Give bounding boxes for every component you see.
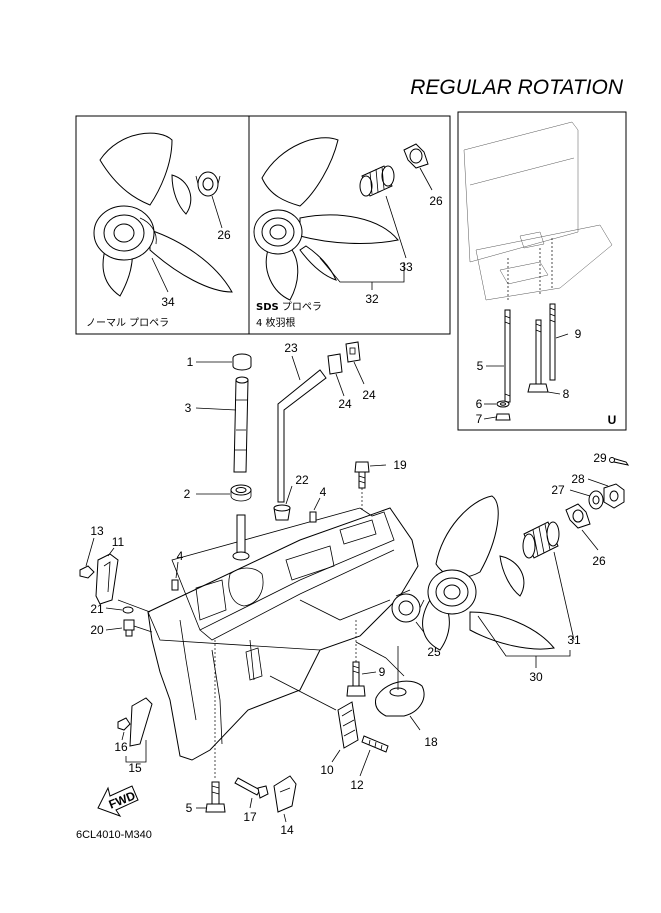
callout-26: 26 — [217, 228, 231, 242]
callout-31: 31 — [567, 633, 581, 647]
dowel-4-a — [309, 511, 317, 523]
normal-propeller-caption: ノーマル プロペラ — [86, 317, 169, 329]
propeller-30 — [422, 495, 555, 651]
gearcase-top-ghost — [463, 121, 613, 301]
washer-6-inset — [496, 400, 510, 408]
callout-7: 7 — [476, 412, 483, 426]
seal-2 — [230, 484, 252, 502]
callout-5: 5 — [186, 801, 193, 815]
callout-24: 24 — [338, 397, 352, 411]
water-tube-3 — [233, 376, 249, 473]
callout-4: 4 — [320, 485, 327, 499]
callout-1: 1 — [187, 355, 194, 369]
nut-7-inset — [495, 413, 511, 421]
callout-21: 21 — [90, 602, 104, 616]
stud-bolt-5-inset — [504, 309, 511, 403]
callout-29: 29 — [593, 451, 607, 465]
callout-30: 30 — [529, 670, 543, 684]
callout-10: 10 — [320, 763, 334, 777]
callout-27: 27 — [551, 483, 565, 497]
callout-9: 9 — [379, 665, 386, 679]
callout-22: 22 — [295, 473, 309, 487]
bracket-11 — [95, 553, 119, 605]
inset-gearcase-box — [457, 111, 627, 431]
grommet-1 — [232, 353, 252, 371]
bolt-19 — [354, 461, 370, 489]
drive-shaft-stub — [232, 514, 250, 561]
callout-16: 16 — [114, 740, 128, 754]
callout-28: 28 — [571, 472, 585, 486]
washer-27 — [588, 490, 604, 510]
washer-26-left — [195, 171, 221, 197]
callout-23: 23 — [284, 341, 298, 355]
nut-16 — [117, 717, 131, 731]
grommet-24-b — [345, 341, 361, 363]
bolt-5 — [205, 781, 226, 813]
callout-14: 14 — [280, 823, 294, 837]
nut-13 — [79, 565, 95, 579]
trim-tab-14 — [273, 775, 297, 813]
bolt-12 — [361, 735, 389, 753]
cotter-pin-29 — [609, 457, 630, 466]
callout-5: 5 — [477, 359, 484, 373]
grommet-24-a — [327, 353, 343, 375]
callout-3: 3 — [185, 401, 192, 415]
spline-hub-31 — [522, 521, 560, 559]
inset-propeller-box — [75, 115, 451, 335]
callout-11: 11 — [112, 535, 125, 549]
bolt-9 — [346, 661, 366, 697]
fitting-20 — [123, 619, 135, 637]
anode-18 — [375, 680, 425, 717]
callout-6: 6 — [476, 397, 483, 411]
bolt-8-inset — [527, 319, 549, 393]
callout-15: 15 — [128, 761, 142, 775]
callout-32: 32 — [365, 292, 379, 306]
dowel-4-b — [171, 579, 179, 591]
fwd-arrow-icon: FWD — [97, 785, 139, 817]
callout-26: 26 — [429, 194, 443, 208]
normal-propeller-drawing — [93, 132, 233, 297]
callout-4: 4 — [177, 549, 184, 563]
callout-34: 34 — [161, 295, 175, 309]
bushing-22 — [273, 504, 291, 521]
plate-10 — [337, 701, 359, 749]
bolt-17 — [234, 777, 269, 799]
diagram-title: REGULAR ROTATION — [410, 76, 624, 99]
sds-propeller-caption-line1: SDS プロペラ — [256, 301, 322, 313]
spacer-26 — [565, 503, 591, 529]
callout-24: 24 — [362, 388, 376, 402]
nut-28 — [603, 483, 625, 509]
sds-propeller-caption-line2: 4 枚羽根 — [256, 316, 296, 329]
fwd-label: FWD — [107, 788, 138, 811]
callout-13: 13 — [90, 524, 104, 538]
spline-bushing-33 — [359, 165, 395, 197]
o-ring-21 — [122, 606, 134, 614]
spacer-26-mid — [403, 143, 429, 169]
callout-18: 18 — [424, 735, 438, 749]
callout-17: 17 — [243, 810, 257, 824]
lower-casing — [147, 507, 419, 761]
sds-propeller-drawing — [253, 137, 399, 301]
callout-2: 2 — [184, 487, 191, 501]
callout-33: 33 — [399, 260, 413, 274]
callout-9: 9 — [575, 327, 582, 341]
callout-8: 8 — [563, 387, 570, 401]
diagram-code: 6CL4010-M340 — [76, 829, 152, 841]
callout-12: 12 — [350, 778, 364, 792]
bracket-15 — [129, 697, 153, 747]
inset-corner-label: U — [608, 413, 617, 427]
callout-20: 20 — [90, 623, 104, 637]
callout-19: 19 — [393, 458, 407, 472]
shift-rod-23 — [277, 369, 327, 503]
thrust-washer-25 — [391, 589, 425, 623]
bolt-9-inset — [549, 303, 556, 381]
callout-26: 26 — [592, 554, 606, 568]
